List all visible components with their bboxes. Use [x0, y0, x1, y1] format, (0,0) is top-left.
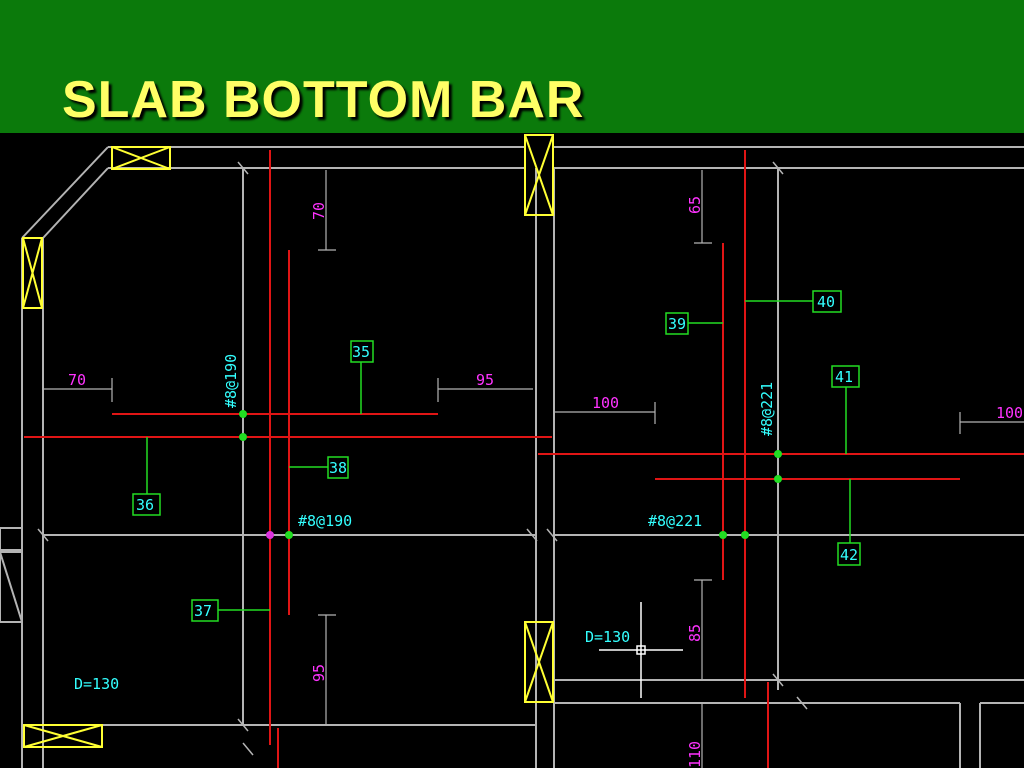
bar-mark-boxes	[132, 290, 861, 622]
slide-title: SLAB BOTTOM BAR	[62, 71, 585, 129]
dimension-value: 85	[686, 624, 704, 642]
dimension-value: 65	[686, 196, 704, 214]
dimension-value: 70	[68, 371, 86, 389]
column-boxes	[22, 134, 554, 748]
rebar-spec-label: #8@221	[648, 512, 702, 530]
cad-drawing: #8@190 #8@190 #8@221 #8@221 35 36 37 38 …	[0, 133, 1024, 768]
bar-mark-number: 41	[835, 368, 853, 386]
dimension-lines	[42, 170, 1024, 768]
dimension-value: 100	[996, 404, 1023, 422]
slab-thickness-label: D=130	[585, 628, 630, 646]
rebar-dots	[239, 410, 782, 539]
rebar-spec-label: #8@190	[298, 512, 352, 530]
bar-mark-number: 42	[840, 546, 858, 564]
dimension-value: 110	[686, 741, 704, 768]
dimension-value: 95	[476, 371, 494, 389]
bar-mark-number: 37	[194, 602, 212, 620]
wall-lines	[0, 146, 1024, 768]
tick-marks	[37, 161, 808, 756]
bar-mark-number: 35	[352, 343, 370, 361]
bar-mark-number: 39	[668, 315, 686, 333]
dimension-value: 100	[592, 394, 619, 412]
leader-lines	[146, 300, 851, 611]
rebar-spec-label: #8@221	[758, 382, 776, 436]
bar-mark-number: 38	[329, 459, 347, 477]
bar-mark-number: 36	[136, 496, 154, 514]
rebar-spec-label: #8@190	[222, 354, 240, 408]
dimension-value: 70	[310, 202, 328, 220]
dimension-value: 95	[310, 664, 328, 682]
bar-mark-number: 40	[817, 293, 835, 311]
slab-thickness-label: D=130	[74, 675, 119, 693]
crosshair-cursor	[599, 602, 683, 698]
